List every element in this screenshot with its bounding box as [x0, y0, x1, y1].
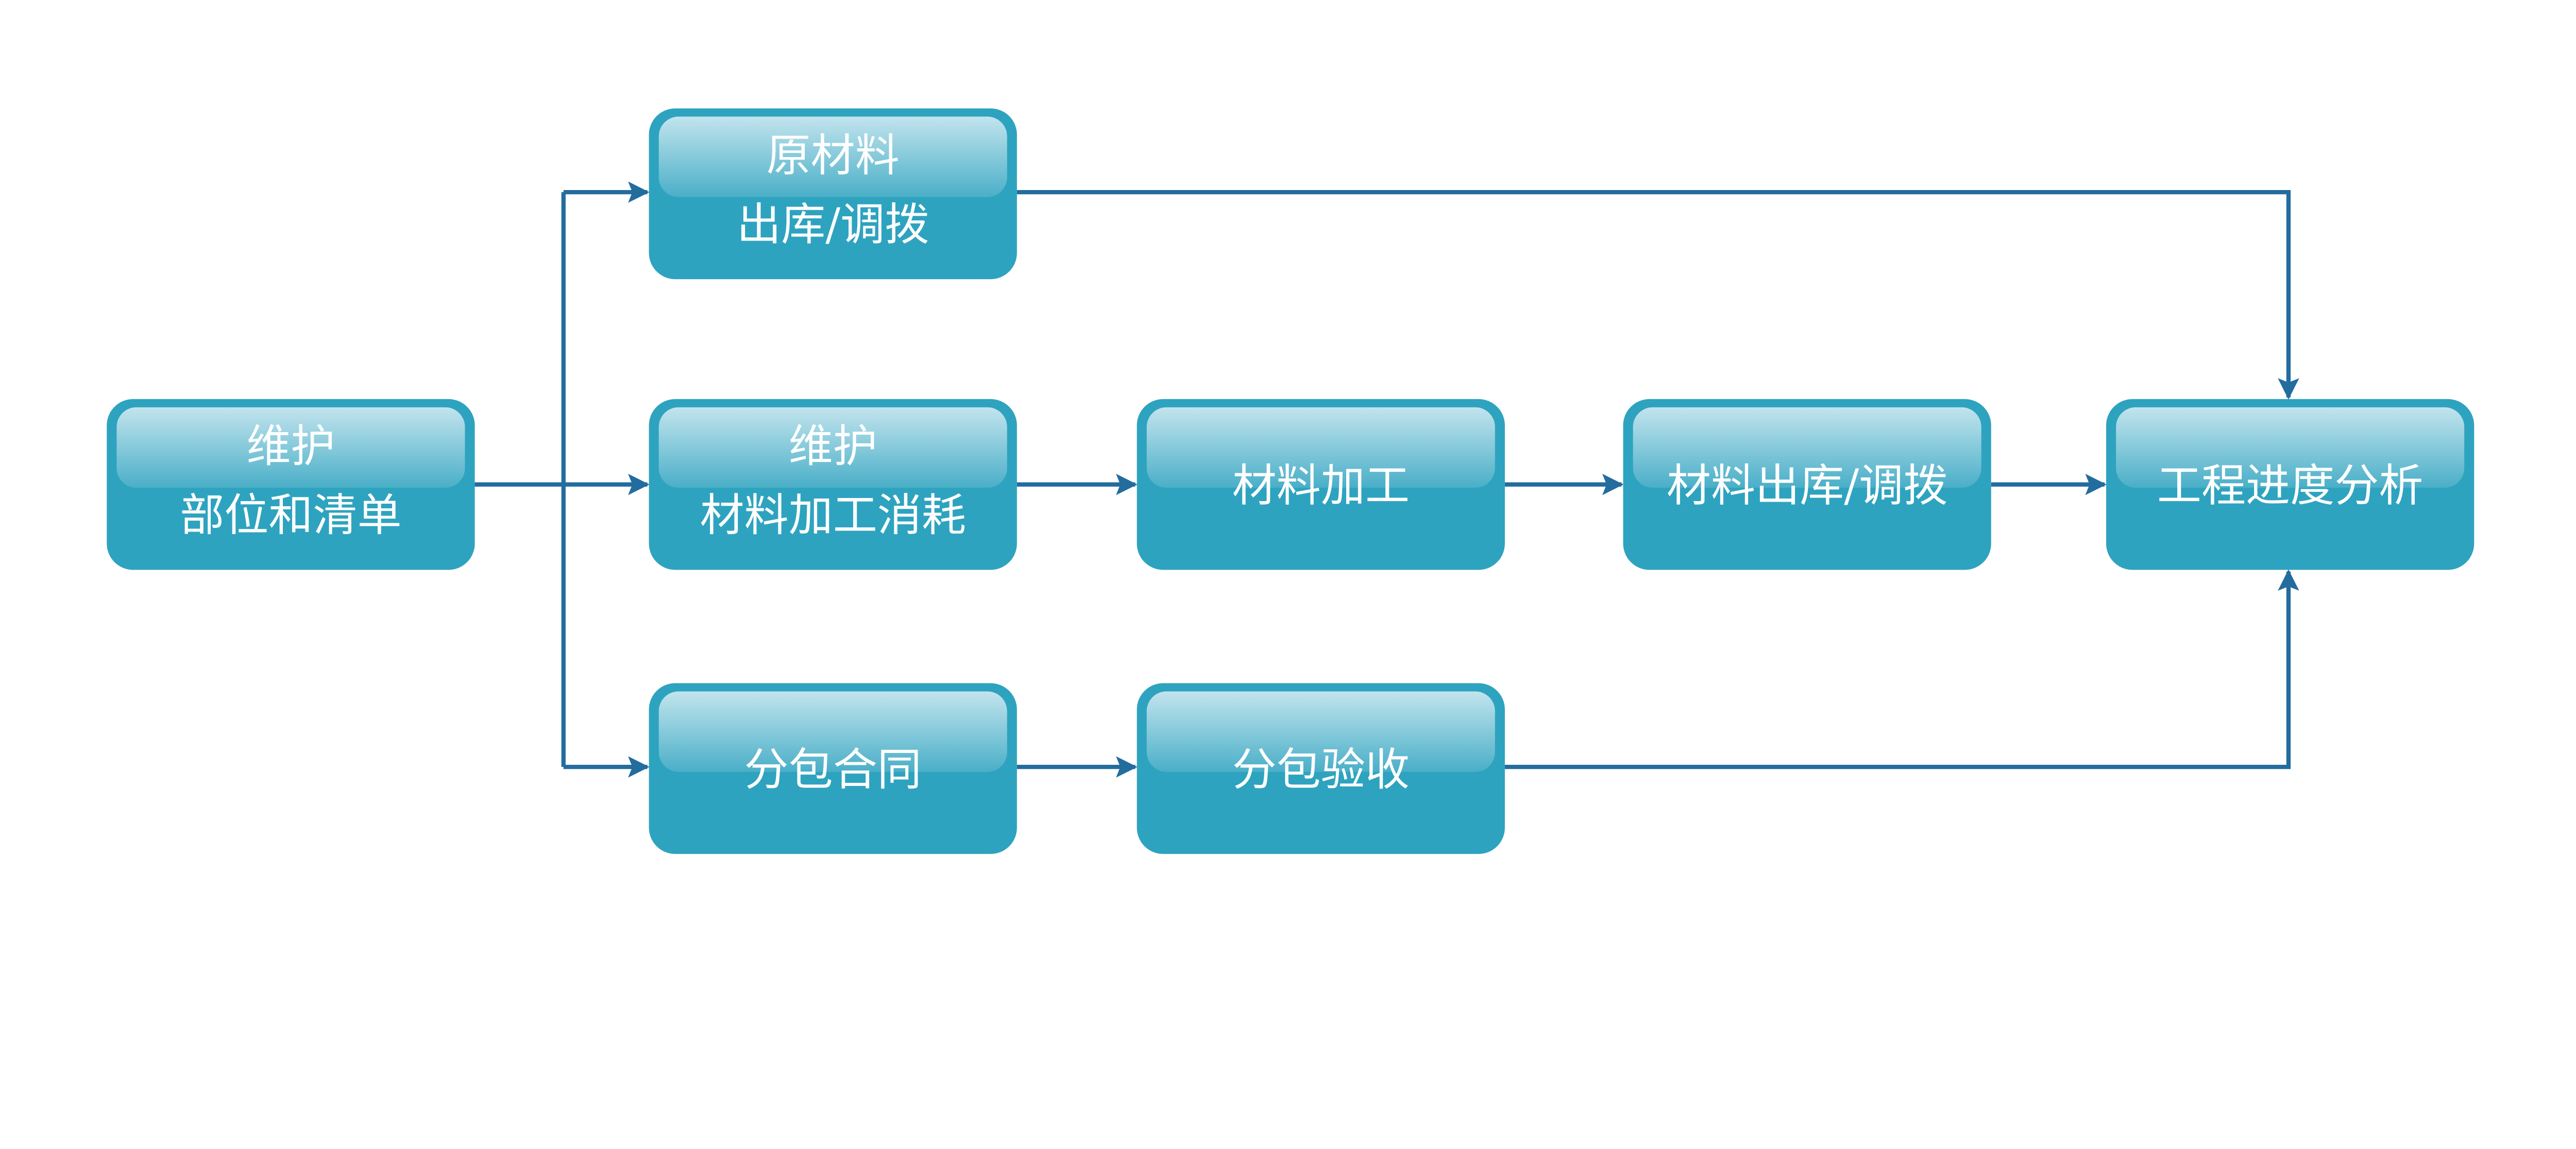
node-progress-analysis: 工程进度分析 — [2106, 399, 2475, 570]
node-label: 部位和清单 — [180, 490, 401, 541]
node-label: 维护 — [789, 421, 877, 472]
node-gloss — [1146, 407, 1495, 488]
edge-raw-material-to-progress — [1016, 190, 2299, 400]
node-label: 材料加工 — [1232, 460, 1410, 512]
node-subcontract: 分包合同 — [649, 683, 1017, 854]
edge-trunk — [474, 192, 566, 767]
edge-acceptance-to-progress — [1504, 569, 2299, 769]
node-label: 分包验收 — [1232, 744, 1410, 796]
node-gloss — [1146, 691, 1495, 772]
node-label: 材料出库/调拨 — [1667, 460, 1947, 512]
node-gloss — [658, 116, 1007, 197]
node-gloss — [658, 407, 1007, 488]
node-gloss — [658, 691, 1007, 772]
node-label: 原材料 — [767, 130, 900, 182]
node-label: 分包合同 — [744, 744, 922, 796]
node-gloss — [1633, 407, 1981, 488]
node-gloss — [2116, 407, 2465, 488]
node-material-processing: 材料加工 — [1137, 399, 1505, 570]
node-label: 工程进度分析 — [2157, 460, 2423, 512]
node-label: 维护 — [246, 421, 335, 472]
node-label: 材料加工消耗 — [700, 490, 965, 541]
node-material-outbound: 材料出库/调拨 — [1623, 399, 1991, 570]
node-subcontract-acceptance: 分包验收 — [1137, 683, 1505, 854]
node-label: 出库/调拨 — [737, 199, 929, 251]
connectors — [474, 181, 2299, 778]
node-gloss — [116, 407, 465, 488]
